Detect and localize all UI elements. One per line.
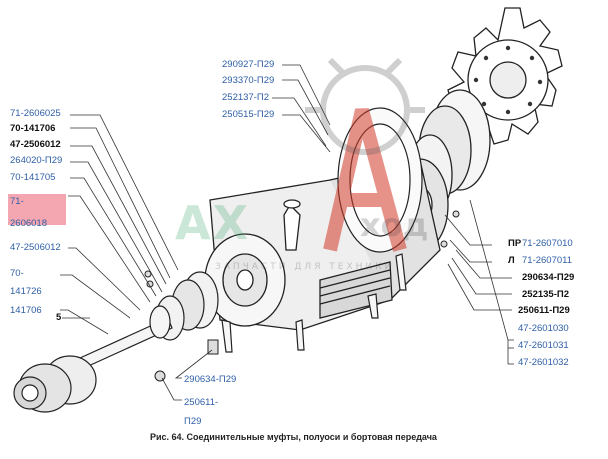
part-label: 47-2506012 bbox=[10, 242, 61, 253]
part-label: 70-141705 bbox=[10, 172, 56, 183]
part-label-line: 2606018 bbox=[10, 218, 47, 229]
side-marker: Л bbox=[508, 255, 515, 266]
part-label: 5 bbox=[56, 312, 62, 323]
part-label: 47-2601031 bbox=[518, 340, 569, 351]
part-label-line: 250611- bbox=[184, 397, 219, 408]
part-label-line: П29 bbox=[184, 416, 202, 427]
watermark-tagline: ЗАПЧАСТИ ДЛЯ ТЕХНИКИ bbox=[215, 262, 395, 272]
part-label: 70-141706 bbox=[10, 123, 56, 134]
leader-lines bbox=[60, 64, 514, 401]
part-label-highlighted: 71- bbox=[8, 194, 66, 225]
part-label: 71-2606025 bbox=[10, 108, 61, 119]
part-label: 47-2506012 bbox=[10, 139, 61, 150]
part-label: 290634-П29 bbox=[522, 272, 575, 283]
left-coupling bbox=[13, 355, 97, 413]
part-label: 293370-П29 bbox=[222, 75, 275, 86]
part-label: 47-2601032 bbox=[518, 357, 569, 368]
part-label-line: 70- bbox=[10, 268, 24, 279]
watermark-gear bbox=[305, 57, 425, 155]
part-label: 47-2601030 bbox=[518, 323, 569, 334]
watermark-logo bbox=[323, 108, 407, 252]
watermark-text: AX bbox=[175, 196, 251, 250]
part-label: 252137-П2 bbox=[222, 92, 269, 103]
figure-caption: Рис. 64. Соединительные муфты, полуоси и… bbox=[150, 432, 437, 442]
part-label: 141706 bbox=[10, 305, 42, 316]
housing-legs bbox=[221, 253, 407, 353]
part-label-line: 71- bbox=[10, 196, 24, 207]
part-label: 290927-П29 bbox=[222, 59, 275, 70]
part-label: 264020-П29 bbox=[10, 155, 63, 166]
watermark-side-text: ход bbox=[360, 206, 429, 244]
part-label: 290634-П29 bbox=[184, 374, 237, 385]
side-marker: ПР bbox=[508, 238, 522, 249]
part-label: 250611-П29 bbox=[518, 305, 570, 316]
part-label: 71-2607011 bbox=[522, 255, 573, 266]
part-label: 252135-П2 bbox=[522, 289, 569, 300]
part-label-line: 141726 bbox=[10, 286, 42, 297]
part-label: 71-2607010 bbox=[522, 238, 573, 249]
sprocket-bolt-holes bbox=[473, 45, 543, 115]
part-label: 250515-П29 bbox=[222, 109, 275, 120]
